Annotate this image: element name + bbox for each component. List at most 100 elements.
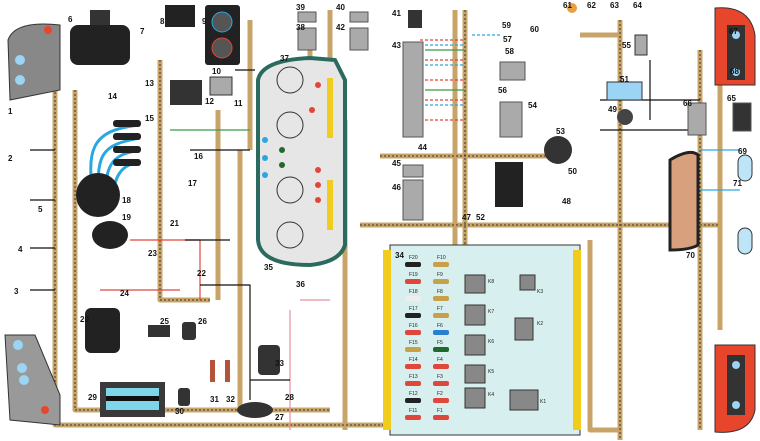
relay-label: K6 bbox=[488, 339, 495, 345]
fuse-relay-box bbox=[383, 244, 581, 436]
relay-label: K5 bbox=[488, 369, 495, 375]
relay-label: K7 bbox=[488, 309, 495, 315]
component-label-1: 1 bbox=[8, 107, 13, 116]
component-label-12: 12 bbox=[205, 97, 214, 106]
fuse-label: F3 bbox=[437, 374, 443, 380]
distributor bbox=[76, 173, 120, 217]
fuse-F15 bbox=[405, 347, 421, 352]
component-label-55: 55 bbox=[622, 41, 631, 50]
component-label-68: 68 bbox=[730, 67, 739, 76]
starter bbox=[85, 308, 120, 353]
fuse-label: F6 bbox=[437, 323, 443, 329]
fuse-label: F10 bbox=[437, 255, 446, 261]
relay-label: K4 bbox=[488, 392, 495, 398]
component-label-54: 54 bbox=[528, 101, 537, 110]
relay-label: K2 bbox=[537, 321, 544, 327]
component-label-34: 34 bbox=[395, 251, 404, 260]
fuse-F18 bbox=[405, 296, 421, 301]
component-label-17: 17 bbox=[188, 179, 197, 188]
component-label-24: 24 bbox=[120, 289, 129, 298]
component-label-42: 42 bbox=[336, 23, 345, 32]
component-label-61: 61 bbox=[563, 1, 572, 10]
component-label-49: 49 bbox=[608, 105, 617, 114]
component-label-14: 14 bbox=[108, 92, 117, 101]
side-repeater-bottom bbox=[737, 227, 753, 255]
fuse-label: F5 bbox=[437, 340, 443, 346]
component-label-70: 70 bbox=[686, 251, 695, 260]
fuse-label: F12 bbox=[409, 391, 418, 397]
component-label-65: 65 bbox=[727, 94, 736, 103]
component-label-60: 60 bbox=[530, 25, 539, 34]
fuse-F14 bbox=[405, 364, 421, 369]
component-label-63: 63 bbox=[610, 1, 619, 10]
fuse-F13 bbox=[405, 381, 421, 386]
horn bbox=[237, 402, 273, 418]
headlight-left-bottom bbox=[4, 334, 61, 426]
component-label-39: 39 bbox=[296, 3, 305, 12]
component-49 bbox=[617, 109, 633, 125]
fuse-label: F19 bbox=[409, 272, 418, 278]
component-label-11: 11 bbox=[234, 99, 243, 108]
fuse-label: F20 bbox=[409, 255, 418, 261]
fuse-label: F1 bbox=[437, 408, 443, 414]
component-label-18: 18 bbox=[122, 196, 131, 205]
component-label-51: 51 bbox=[620, 75, 629, 84]
component-51 bbox=[606, 81, 643, 101]
component-label-30: 30 bbox=[175, 407, 184, 416]
relay-label: K3 bbox=[537, 289, 544, 295]
fuse-F11 bbox=[405, 415, 421, 420]
component-label-19: 19 bbox=[122, 213, 131, 222]
component-label-33: 33 bbox=[275, 359, 284, 368]
component-label-16: 16 bbox=[194, 152, 203, 161]
fuse-F17 bbox=[405, 313, 421, 318]
fuse-label: F17 bbox=[409, 306, 418, 312]
component-label-58: 58 bbox=[505, 47, 514, 56]
relay-label: K8 bbox=[488, 279, 495, 285]
fuse-F5 bbox=[433, 347, 449, 352]
component-label-29: 29 bbox=[88, 393, 97, 402]
component-label-47: 47 bbox=[462, 213, 471, 222]
component-label-10: 10 bbox=[212, 67, 221, 76]
fuse-label: F13 bbox=[409, 374, 418, 380]
component-label-40: 40 bbox=[336, 3, 345, 12]
generator bbox=[70, 10, 130, 65]
component-label-53: 53 bbox=[556, 127, 565, 136]
component-label-41: 41 bbox=[392, 9, 401, 18]
fuse-F2 bbox=[433, 398, 449, 403]
fuse-label: F8 bbox=[437, 289, 443, 295]
component-label-2: 2 bbox=[8, 154, 13, 163]
component-label-48: 48 bbox=[562, 197, 571, 206]
component-25 bbox=[148, 325, 170, 337]
component-label-71: 71 bbox=[733, 179, 742, 188]
component-label-27: 27 bbox=[275, 413, 284, 422]
component-label-28: 28 bbox=[285, 393, 294, 402]
component-label-43: 43 bbox=[392, 41, 401, 50]
component-label-13: 13 bbox=[145, 79, 154, 88]
component-52 bbox=[495, 162, 523, 207]
component-41 bbox=[408, 10, 422, 28]
component-label-62: 62 bbox=[587, 1, 596, 10]
component-26 bbox=[182, 322, 196, 340]
rear-window-heater bbox=[668, 150, 700, 252]
fuse-label: F15 bbox=[409, 340, 418, 346]
component-label-35: 35 bbox=[264, 263, 273, 272]
fuse-F1 bbox=[433, 415, 449, 420]
component-label-46: 46 bbox=[392, 183, 401, 192]
lamp-61 bbox=[567, 3, 577, 13]
fuse-F10 bbox=[433, 262, 449, 267]
voltage-regulator bbox=[170, 80, 202, 105]
component-label-38: 38 bbox=[296, 23, 305, 32]
fuse-label: F16 bbox=[409, 323, 418, 329]
component-label-23: 23 bbox=[148, 249, 157, 258]
ignition-coil bbox=[92, 221, 128, 249]
component-label-69: 69 bbox=[738, 147, 747, 156]
switch-blocks bbox=[297, 11, 752, 221]
component-label-52: 52 bbox=[476, 213, 485, 222]
taillight-right-top bbox=[714, 7, 756, 86]
component-label-64: 64 bbox=[633, 1, 642, 10]
component-label-67: 67 bbox=[729, 27, 738, 36]
component-label-32: 32 bbox=[226, 395, 235, 404]
fuse-F7 bbox=[433, 313, 449, 318]
